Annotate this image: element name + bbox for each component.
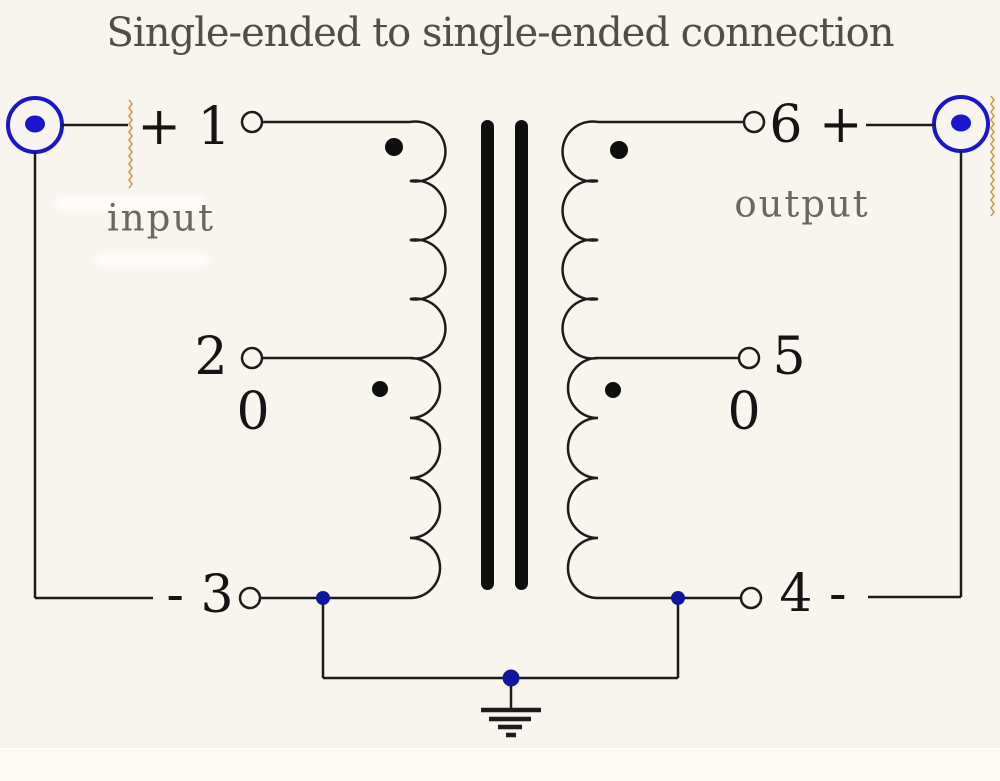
- output-port-label: output: [734, 182, 870, 226]
- terminal-label-0-left: 0: [236, 382, 270, 442]
- secondary-winding: [561, 120, 599, 600]
- terminal-label-1: + 1: [137, 97, 231, 157]
- ground-net: [321, 598, 680, 710]
- input-wiring: [33, 120, 410, 600]
- junction-dot: [316, 591, 685, 687]
- rca-jack-icon: [6, 96, 64, 154]
- white-artifact-blob: [95, 253, 210, 267]
- terminal-label-0-right: 0: [727, 382, 761, 442]
- white-artifact-blob: [55, 196, 205, 211]
- terminal-label-2: 2: [194, 327, 228, 387]
- transformer-core: [481, 120, 528, 590]
- winding-polarity-dot: [372, 138, 628, 398]
- earth-ground-icon: [481, 707, 541, 738]
- rca-jack-icon: [932, 95, 990, 153]
- diagram-title: Single-ended to single-ended connection: [106, 10, 895, 56]
- terminal-node: [238, 110, 766, 610]
- terminal-label-3: - 3: [166, 565, 234, 625]
- input-port-label: input: [106, 196, 216, 240]
- primary-winding: [409, 120, 447, 600]
- artifact-squiggle: [128, 95, 995, 217]
- bottom-strip: [0, 748, 1000, 781]
- output-wiring: [598, 120, 963, 600]
- terminal-label-4: 4 -: [779, 564, 847, 624]
- terminal-label-5: 5: [772, 327, 806, 387]
- terminal-label-6: 6 +: [769, 95, 863, 155]
